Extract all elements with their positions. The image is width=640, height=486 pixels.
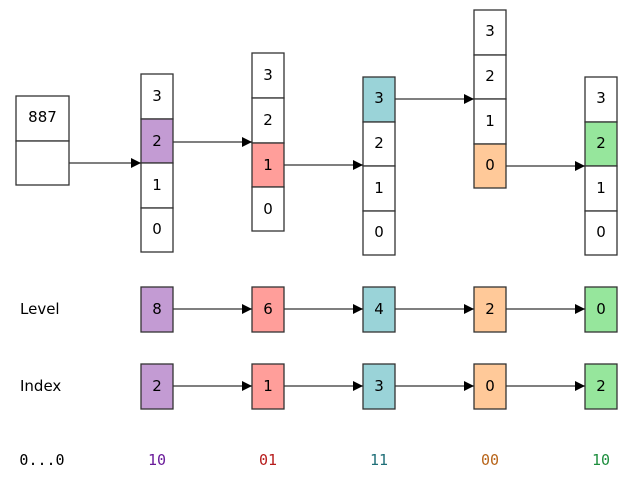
level-value-3: 4 bbox=[374, 300, 384, 318]
node4-slot-3 bbox=[473, 9, 507, 56]
node3-label-0: 0 bbox=[374, 223, 384, 241]
node4-label-3: 3 bbox=[485, 22, 495, 40]
node5-slot-1 bbox=[584, 165, 618, 212]
node4-label-1: 1 bbox=[485, 112, 495, 130]
level-row: Level 8 6 4 2 0 bbox=[20, 286, 618, 333]
trie-edges bbox=[69, 94, 585, 171]
node2-slot-0 bbox=[251, 186, 285, 232]
bits-row: 0...0 10 01 11 00 10 bbox=[19, 451, 610, 469]
node3-slot-2 bbox=[362, 121, 396, 167]
level-value-1: 8 bbox=[152, 300, 162, 318]
index-row: Index 2 1 3 0 2 bbox=[20, 363, 618, 410]
node2-label-1: 1 bbox=[263, 156, 273, 174]
node5-label-1: 1 bbox=[596, 179, 606, 197]
level-box-3 bbox=[362, 286, 396, 333]
node5-slot-3 bbox=[584, 76, 618, 123]
bits-chunk-3: 11 bbox=[370, 451, 388, 469]
root-node: 887 bbox=[15, 95, 70, 186]
bits-chunk-5: 10 bbox=[592, 451, 610, 469]
node3-slot-0 bbox=[362, 210, 396, 256]
root-value: 887 bbox=[28, 108, 57, 126]
trie-node-2: 3 2 1 0 bbox=[251, 52, 285, 232]
node3-slot-3-highlight bbox=[362, 76, 396, 123]
bits-chunk-4: 00 bbox=[481, 451, 499, 469]
level-value-2: 6 bbox=[263, 300, 273, 318]
node1-slot-1 bbox=[140, 162, 174, 209]
node5-label-3: 3 bbox=[596, 89, 606, 107]
trie-node-1: 3 2 1 0 bbox=[140, 73, 174, 253]
root-value-cell bbox=[15, 95, 70, 142]
node5-slot-2-highlight bbox=[584, 121, 618, 167]
node3-label-3: 3 bbox=[374, 89, 384, 107]
level-box-5 bbox=[584, 286, 618, 333]
index-value-5: 2 bbox=[596, 377, 606, 395]
node1-slot-0 bbox=[140, 207, 174, 253]
index-value-4: 0 bbox=[485, 377, 495, 395]
node3-label-1: 1 bbox=[374, 179, 384, 197]
bits-chunk-2: 01 bbox=[259, 451, 277, 469]
level-value-5: 0 bbox=[596, 300, 606, 318]
node1-label-1: 1 bbox=[152, 176, 162, 194]
root-pointer-cell bbox=[15, 140, 70, 186]
node1-label-2: 2 bbox=[152, 132, 162, 150]
trie-node-5: 3 2 1 0 bbox=[584, 76, 618, 256]
node4-slot-1 bbox=[473, 98, 507, 145]
node3-label-2: 2 bbox=[374, 134, 384, 152]
level-box-1 bbox=[140, 286, 174, 333]
node2-label-2: 2 bbox=[263, 111, 273, 129]
node4-label-0: 0 bbox=[485, 156, 495, 174]
level-row-label: Level bbox=[20, 300, 60, 318]
index-value-3: 3 bbox=[374, 377, 384, 395]
node1-label-0: 0 bbox=[152, 220, 162, 238]
node2-slot-1-highlight bbox=[251, 142, 285, 188]
index-value-2: 1 bbox=[263, 377, 273, 395]
trie-node-3: 3 2 1 0 bbox=[362, 76, 396, 256]
bits-chunk-1: 10 bbox=[148, 451, 166, 469]
index-row-label: Index bbox=[20, 377, 61, 395]
bits-prefix: 0...0 bbox=[19, 451, 64, 469]
node2-slot-3 bbox=[251, 52, 285, 99]
node3-slot-1 bbox=[362, 165, 396, 212]
node5-slot-0 bbox=[584, 210, 618, 256]
node4-label-2: 2 bbox=[485, 67, 495, 85]
node2-label-0: 0 bbox=[263, 200, 273, 218]
trie-node-4: 3 2 1 0 bbox=[473, 9, 507, 189]
level-box-2 bbox=[251, 286, 285, 333]
index-box-1 bbox=[140, 363, 174, 410]
node5-label-0: 0 bbox=[596, 223, 606, 241]
node5-label-2: 2 bbox=[596, 134, 606, 152]
index-value-1: 2 bbox=[152, 377, 162, 395]
level-value-4: 2 bbox=[485, 300, 495, 318]
node4-slot-0-highlight bbox=[473, 143, 507, 189]
node2-label-3: 3 bbox=[263, 66, 273, 84]
node1-label-3: 3 bbox=[152, 87, 162, 105]
